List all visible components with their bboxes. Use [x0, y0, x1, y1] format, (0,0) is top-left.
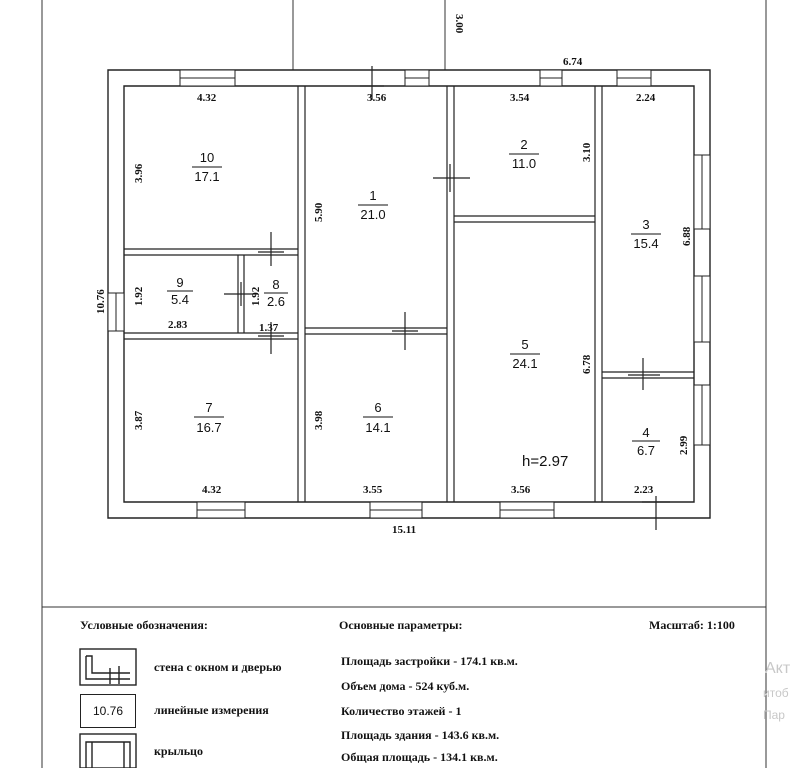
room1-number: 1 [369, 188, 376, 203]
room9-height: 1.92 [133, 286, 145, 306]
room5-number: 5 [521, 337, 528, 352]
room1-width: 3.56 [367, 92, 387, 104]
room6-width: 3.55 [363, 484, 383, 496]
room6-height: 3.98 [313, 410, 325, 430]
doors [224, 66, 670, 530]
room4-height: 2.99 [678, 435, 690, 455]
room8-number: 8 [272, 277, 279, 292]
room9-number: 9 [176, 275, 183, 290]
room10-width: 4.32 [197, 92, 217, 104]
room2-area: 11.0 [512, 156, 536, 171]
room3-width: 2.24 [636, 92, 656, 104]
room10-area: 17.1 [194, 169, 219, 184]
interior-walls [124, 86, 694, 502]
room6-area: 14.1 [365, 420, 390, 435]
room3-number: 3 [642, 217, 649, 232]
room9-width: 2.83 [168, 319, 188, 331]
room5-height: 6.78 [581, 354, 593, 374]
room7-width: 4.32 [202, 484, 222, 496]
room7-area: 16.7 [196, 420, 221, 435]
room7-number: 7 [205, 400, 212, 415]
room4-area: 6.7 [637, 443, 655, 458]
room9-area: 5.4 [171, 292, 189, 307]
room10-number: 10 [200, 150, 214, 165]
wall-symbol-icon [79, 648, 137, 686]
room6-number: 6 [374, 400, 381, 415]
room8-width: 1.37 [259, 322, 279, 334]
room2-width: 3.54 [510, 92, 530, 104]
dim-left-overall: 10.76 [95, 289, 107, 314]
ceiling-height: h=2.97 [522, 453, 568, 470]
room10-height: 3.96 [133, 163, 145, 183]
room5-area: 24.1 [512, 356, 537, 371]
dim-top-overall: 6.74 [563, 56, 583, 68]
dim-porch-offset: 3.00 [453, 14, 465, 34]
room8-area: 2.6 [267, 294, 285, 309]
room4-width: 2.23 [634, 484, 654, 496]
room7-height: 3.87 [133, 410, 145, 430]
dim-bottom-overall: 15.11 [392, 524, 416, 536]
room2-height: 3.10 [581, 142, 593, 162]
room8-height: 1.92 [250, 286, 262, 306]
room3-area: 15.4 [633, 236, 658, 251]
room2-number: 2 [520, 137, 527, 152]
room1-height: 5.90 [313, 202, 325, 222]
outer-walls [107, 69, 711, 519]
room3-height: 6.88 [681, 226, 693, 246]
room1-area: 21.0 [360, 207, 385, 222]
room4-number: 4 [642, 425, 649, 440]
room5-bottom-dim: 3.56 [511, 484, 531, 496]
porch-symbol-icon [79, 733, 137, 768]
windows [107, 69, 711, 519]
